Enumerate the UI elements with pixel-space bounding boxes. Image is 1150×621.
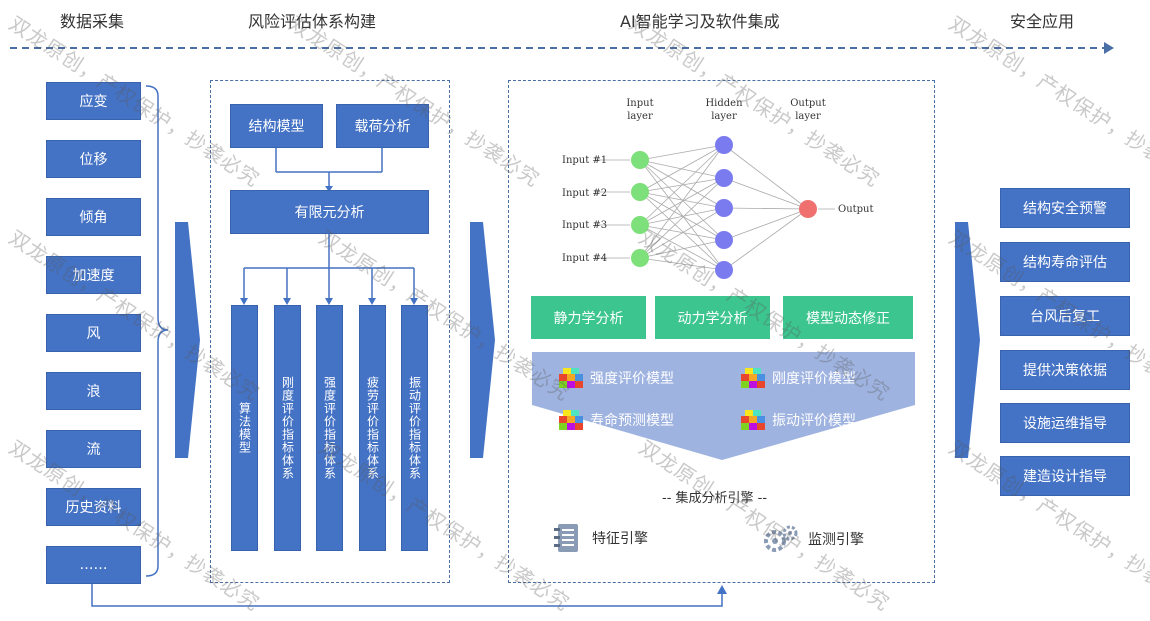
nn-output-label: Output [838, 204, 874, 215]
header-risk-system: 风险评估体系构建 [248, 12, 377, 31]
nn-hidden-layer-label: Hidden [705, 98, 743, 109]
indicator-column-2: 刚度评价指标体系 [274, 305, 301, 551]
nn-input-2-label: Input #2 [562, 188, 607, 199]
chevron-3 [955, 222, 980, 458]
data-item-8: 历史资料 [46, 488, 141, 526]
feature-engine-item: 特征引擎 [552, 522, 648, 554]
ai-integration-panel [508, 80, 935, 583]
neural-network-diagram: Input layer Hidden layer Output layer In… [562, 98, 874, 279]
cube-icon [741, 410, 765, 430]
vibration-model-label: 振动评价模型 [772, 413, 856, 429]
nn-input-node-2 [631, 183, 649, 201]
structure-model-box: 结构模型 [230, 104, 323, 148]
nn-input-layer-label-2: layer [627, 111, 653, 122]
indicator-column-1: 算法模型 [231, 305, 258, 551]
notebook-icon [554, 524, 578, 552]
nn-hidden-node-2 [715, 169, 733, 187]
data-item-9: …… [46, 546, 141, 584]
data-item-2: 位移 [46, 140, 141, 178]
nn-output-layer-label: Output [790, 98, 826, 109]
data-item-4: 加速度 [46, 256, 141, 294]
load-analysis-box: 载荷分析 [336, 104, 429, 148]
safety-item-4: 提供决策依据 [1000, 350, 1130, 390]
strength-model-item: 强度评价模型 [558, 366, 674, 390]
nn-output-layer-label-2: layer [795, 111, 821, 122]
safety-item-6: 建造设计指导 [1000, 456, 1130, 496]
indicator-column-5: 振动评价指标体系 [401, 305, 428, 551]
nn-input-node-3 [631, 216, 649, 234]
nn-hidden-node-5 [715, 261, 733, 279]
static-analysis-box: 静力学分析 [531, 296, 646, 339]
nn-input-3-label: Input #3 [562, 220, 607, 231]
header-data-collection: 数据采集 [60, 12, 125, 31]
engine-title: -- 集成分析引擎 -- [662, 491, 768, 506]
nn-hidden-node-4 [715, 231, 733, 249]
gears-icon [764, 525, 798, 552]
safety-item-2: 结构寿命评估 [1000, 242, 1130, 282]
monitor-engine-item: 监测引擎 [762, 524, 864, 554]
data-item-6: 浪 [46, 372, 141, 410]
safety-item-5: 设施运维指导 [1000, 403, 1130, 443]
indicator-column-3: 强度评价指标体系 [316, 305, 343, 551]
nn-input-layer-label: Input [626, 98, 653, 109]
header-safety-app: 安全应用 [1010, 12, 1075, 31]
cube-icon [741, 368, 765, 388]
cube-icon [559, 368, 583, 388]
nn-input-4-label: Input #4 [562, 253, 607, 264]
risk-system-panel [210, 80, 450, 583]
indicator-column-4: 疲劳评价指标体系 [359, 305, 386, 551]
nn-input-1-label: Input #1 [562, 155, 607, 166]
nn-output-node [799, 200, 817, 218]
model-panel [532, 352, 915, 460]
data-item-7: 流 [46, 430, 141, 468]
feature-engine-label: 特征引擎 [592, 531, 648, 547]
data-item-1: 应变 [46, 82, 141, 120]
timeline-arrowhead [1104, 42, 1114, 54]
feedback-line [91, 583, 723, 607]
safety-item-1: 结构安全预警 [1000, 188, 1130, 228]
header-ai-integration: AI智能学习及软件集成 [620, 12, 780, 31]
monitor-engine-label: 监测引擎 [808, 532, 864, 548]
nn-hidden-node-3 [715, 199, 733, 217]
chevron-1 [175, 222, 200, 458]
nn-hidden-layer-label-2: layer [711, 111, 737, 122]
dynamic-analysis-box: 动力学分析 [655, 296, 770, 339]
model-correction-box: 模型动态修正 [783, 296, 913, 339]
stiffness-model-label: 刚度评价模型 [772, 371, 856, 387]
left-brace [145, 85, 169, 577]
vibration-model-item: 振动评价模型 [740, 408, 856, 432]
life-prediction-model-item: 寿命预测模型 [558, 408, 674, 432]
safety-item-3: 台风后复工 [1000, 296, 1130, 336]
nn-input-node-1 [631, 151, 649, 169]
nn-hidden-node-1 [715, 136, 733, 154]
strength-model-label: 强度评价模型 [590, 371, 674, 387]
data-item-5: 风 [46, 314, 141, 352]
data-item-3: 倾角 [46, 198, 141, 236]
cube-icon [559, 410, 583, 430]
life-prediction-model-label: 寿命预测模型 [590, 413, 674, 429]
fem-box: 有限元分析 [230, 190, 429, 234]
chevron-2 [470, 222, 495, 458]
stiffness-model-item: 刚度评价模型 [740, 366, 856, 390]
nn-input-node-4 [631, 249, 649, 267]
